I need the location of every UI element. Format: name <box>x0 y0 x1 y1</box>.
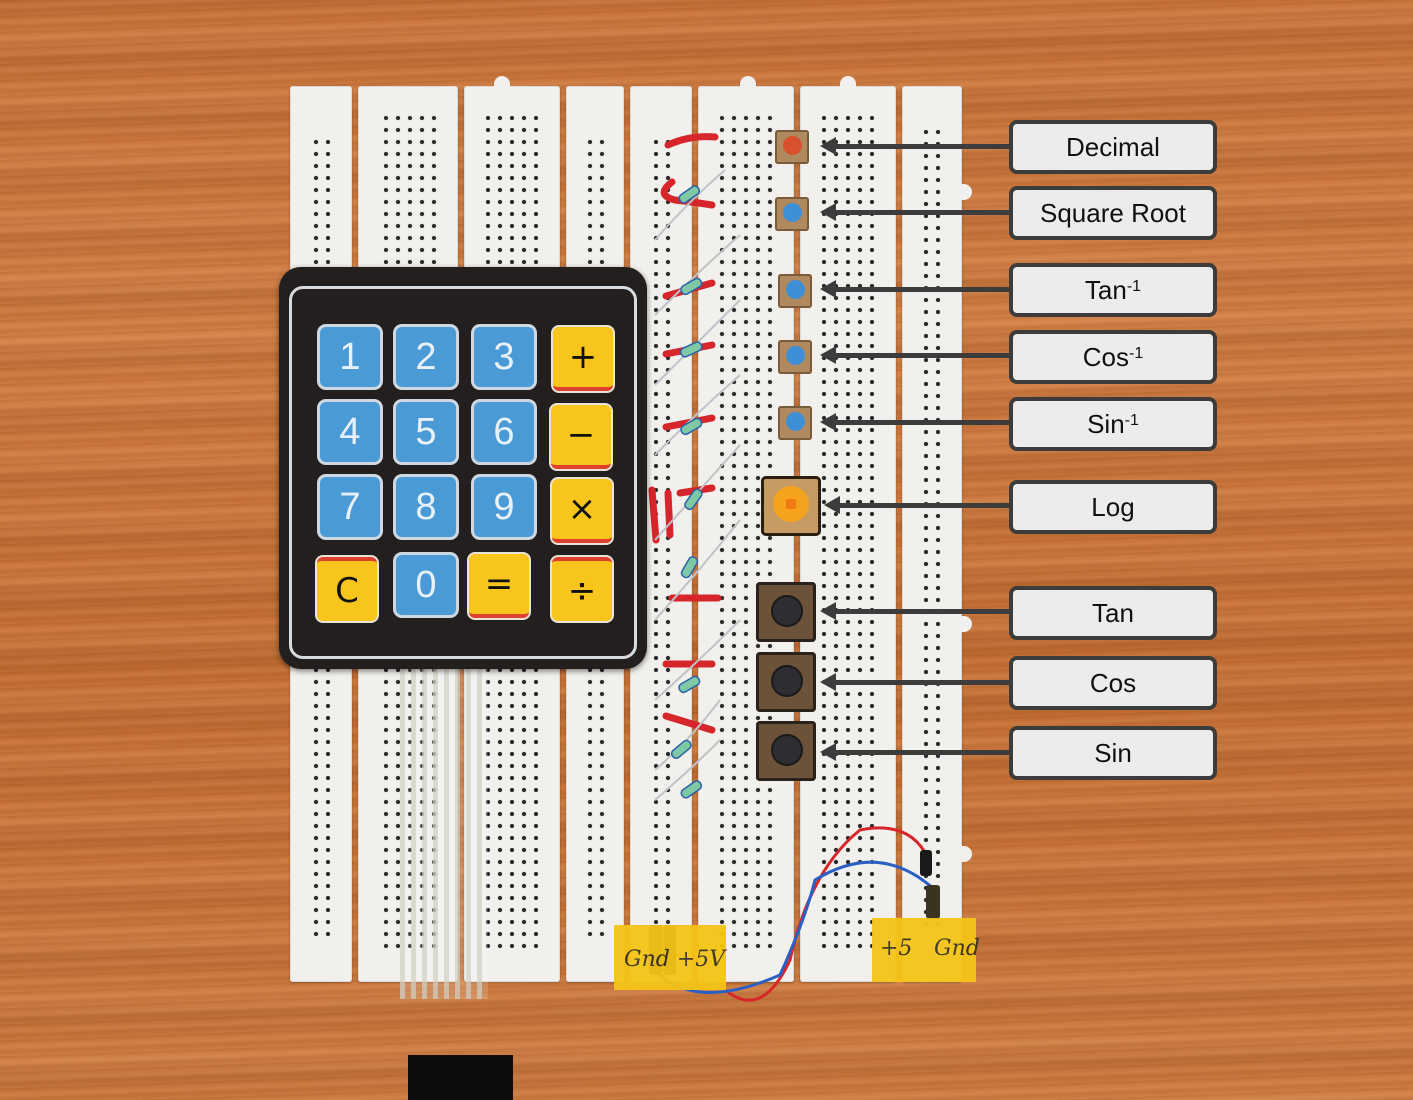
callout-superscript: -1 <box>1126 278 1142 295</box>
callout-square-root: Square Root <box>1009 186 1217 240</box>
callout-text: Sin <box>1087 408 1125 439</box>
tan-inverse-arrow-icon <box>820 280 1014 298</box>
key-0[interactable]: 0 <box>396 555 456 615</box>
key-5[interactable]: 5 <box>396 402 456 462</box>
sin-inverse-push-button[interactable] <box>778 406 812 440</box>
log-arrow-icon <box>824 496 1014 514</box>
callout-text: Decimal <box>1066 131 1160 162</box>
callout-text: Cos <box>1089 667 1137 698</box>
key-plus[interactable]: + <box>553 327 613 391</box>
decimal-arrow-icon <box>820 137 1014 155</box>
ribbon-connector <box>408 1055 513 1100</box>
keypad-frame <box>289 286 637 659</box>
callout-decimal: Decimal <box>1009 120 1217 174</box>
tan-push-button[interactable] <box>756 582 816 642</box>
sin-inverse-arrow-icon <box>820 413 1014 431</box>
tan-arrow-icon <box>820 602 1014 620</box>
cos-push-button[interactable] <box>756 652 816 712</box>
key-9[interactable]: 9 <box>474 477 534 537</box>
callout-log: Log <box>1009 480 1217 534</box>
key-minus[interactable]: − <box>551 405 611 469</box>
key-1[interactable]: 1 <box>320 327 380 387</box>
callout-sin: Sin <box>1009 726 1217 780</box>
tape-power-left: Gnd +5V <box>614 925 726 990</box>
cos-inverse-push-button[interactable] <box>778 340 812 374</box>
power-rail-right <box>902 86 972 982</box>
cos-inverse-arrow-icon <box>820 346 1014 364</box>
callout-text: Cos <box>1082 341 1129 372</box>
terminal-strip-4 <box>800 76 896 982</box>
key-equals[interactable]: = <box>469 554 529 618</box>
key-3[interactable]: 3 <box>474 327 534 387</box>
log-push-button[interactable] <box>761 476 821 536</box>
cos-arrow-icon <box>820 673 1014 691</box>
square-root-push-button[interactable] <box>775 197 809 231</box>
membrane-keypad-4x4: 1 2 3 + 4 5 6 − 7 8 9 × C 0 = ÷ <box>279 267 647 669</box>
tape-right-plus5: +5 <box>880 936 913 961</box>
callout-text: Square Root <box>1040 197 1186 228</box>
callout-cos-inverse: Cos-1 <box>1009 330 1217 384</box>
tape-right-gnd: Gnd <box>934 936 980 961</box>
key-4[interactable]: 4 <box>320 402 380 462</box>
callout-sin-inverse: Sin-1 <box>1009 397 1217 451</box>
sin-arrow-icon <box>820 743 1014 761</box>
sin-push-button[interactable] <box>756 721 816 781</box>
key-divide[interactable]: ÷ <box>552 557 612 621</box>
square-root-arrow-icon <box>820 203 1014 221</box>
key-8[interactable]: 8 <box>396 477 456 537</box>
key-6[interactable]: 6 <box>474 402 534 462</box>
callout-text: Log <box>1091 491 1135 522</box>
callout-cos: Cos <box>1009 656 1217 710</box>
callout-text: Tan <box>1092 597 1134 628</box>
key-7[interactable]: 7 <box>320 477 380 537</box>
key-multiply[interactable]: × <box>552 479 612 543</box>
tape-power-right: +5 Gnd <box>872 918 980 982</box>
callout-text: Tan <box>1084 274 1127 305</box>
callout-tan-inverse: Tan-1 <box>1009 263 1217 317</box>
keypad-ribbon-cable <box>400 669 488 999</box>
key-clear[interactable]: C <box>317 557 377 621</box>
callout-superscript: -1 <box>1124 412 1139 429</box>
callout-text: Sin <box>1094 737 1132 768</box>
decimal-push-button[interactable] <box>775 130 809 164</box>
callout-tan: Tan <box>1009 586 1217 640</box>
callout-superscript: -1 <box>1129 345 1144 362</box>
tape-left-text: Gnd +5V <box>624 947 726 972</box>
key-2[interactable]: 2 <box>396 327 456 387</box>
tan-inverse-push-button[interactable] <box>778 274 812 308</box>
